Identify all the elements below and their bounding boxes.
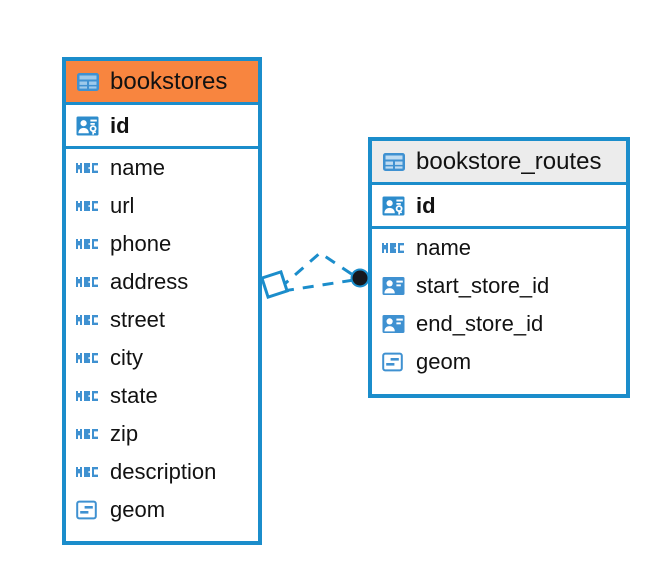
field-row-geom[interactable]: geom: [372, 343, 626, 381]
entity-header-bookstores[interactable]: bookstores: [66, 61, 258, 105]
entity-title: bookstore_routes: [416, 147, 602, 175]
field-row-state[interactable]: state: [66, 377, 258, 415]
abc-text-icon: [75, 461, 101, 483]
field-name: phone: [110, 231, 172, 256]
primary-key-icon: [381, 195, 407, 217]
field-name: city: [110, 345, 143, 370]
field-name: geom: [416, 349, 472, 374]
field-name: url: [110, 193, 135, 218]
abc-text-icon: [75, 271, 101, 293]
relationship-line-start-store[interactable]: [279, 251, 357, 290]
table-grid-icon: [381, 151, 407, 173]
abc-text-icon: [75, 385, 101, 407]
primary-key-icon: [75, 115, 101, 137]
field-row-end-store-id[interactable]: end_store_id: [372, 305, 626, 343]
field-name: id: [110, 112, 130, 138]
field-row-geom[interactable]: geom: [66, 491, 258, 529]
entity-bookstore-routes[interactable]: bookstore_routes id: [368, 137, 630, 398]
field-name: end_store_id: [416, 311, 544, 336]
field-name: street: [110, 307, 166, 332]
entity-header-bookstore-routes[interactable]: bookstore_routes: [372, 141, 626, 185]
entity-bookstores[interactable]: bookstores id: [62, 57, 262, 545]
field-row-phone[interactable]: phone: [66, 225, 258, 263]
abc-text-icon: [75, 423, 101, 445]
foreign-key-icon: [381, 275, 407, 297]
abc-text-icon: [75, 347, 101, 369]
relationship-endpoint-icon[interactable]: [350, 268, 370, 288]
field-name: id: [416, 192, 436, 218]
field-name: name: [110, 155, 166, 180]
field-row-url[interactable]: url: [66, 187, 258, 225]
foreign-key-icon: [381, 313, 407, 335]
field-name: geom: [110, 497, 166, 522]
field-row-start-store-id[interactable]: start_store_id: [372, 267, 626, 305]
entity-title: bookstores: [110, 67, 228, 95]
field-row-id[interactable]: id: [66, 105, 258, 149]
field-name: state: [110, 383, 158, 408]
field-row-name[interactable]: name: [66, 149, 258, 187]
field-row-zip[interactable]: zip: [66, 415, 258, 453]
geometry-icon: [75, 499, 101, 521]
field-row-street[interactable]: street: [66, 301, 258, 339]
field-row-address[interactable]: address: [66, 263, 258, 301]
field-row-id[interactable]: id: [372, 185, 626, 229]
field-name: description: [110, 459, 217, 484]
field-name: name: [416, 235, 472, 260]
field-row-description[interactable]: description: [66, 453, 258, 491]
field-row-city[interactable]: city: [66, 339, 258, 377]
abc-text-icon: [75, 233, 101, 255]
relationship-line-end-store[interactable]: [282, 278, 355, 293]
field-name: zip: [110, 421, 139, 446]
field-name: address: [110, 269, 189, 294]
abc-text-icon: [381, 237, 407, 259]
abc-text-icon: [75, 195, 101, 217]
field-row-name[interactable]: name: [372, 229, 626, 267]
field-name: start_store_id: [416, 273, 550, 298]
geometry-icon: [381, 351, 407, 373]
abc-text-icon: [75, 309, 101, 331]
diamond-handle-icon[interactable]: [260, 270, 289, 299]
abc-text-icon: [75, 157, 101, 179]
table-grid-icon: [75, 71, 101, 93]
